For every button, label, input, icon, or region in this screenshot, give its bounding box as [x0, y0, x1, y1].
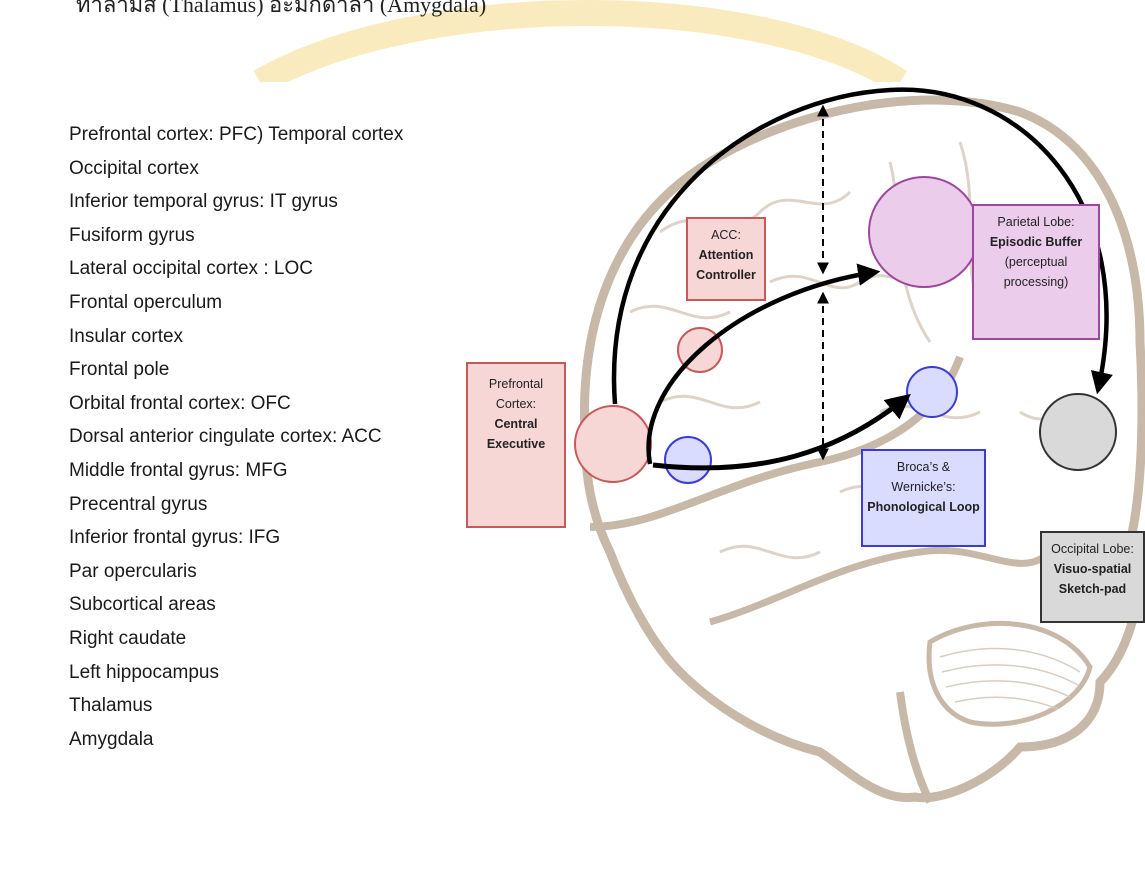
list-item: Thalamus: [69, 689, 403, 723]
label-phonological-loop: Broca’s & Wernicke’s: Phonological Loop: [861, 449, 986, 547]
occipital-line1: Occipital Lobe:: [1042, 539, 1143, 559]
occipital-circle: [1040, 394, 1116, 470]
pfc-bold2: Executive: [468, 434, 564, 454]
watermark-arc: [260, 13, 900, 82]
occipital-bold1: Visuo-spatial: [1042, 559, 1143, 579]
brain-region-list: Prefrontal cortex: PFC) Temporal cortex …: [69, 118, 403, 756]
broca-bold1: Phonological Loop: [863, 497, 984, 517]
list-item: Frontal pole: [69, 353, 403, 387]
parietal-line1: Parietal Lobe:: [974, 212, 1098, 232]
broca-line1: Broca’s &: [863, 457, 984, 477]
list-item: Right caudate: [69, 622, 403, 656]
acc-bold1: Attention: [688, 245, 764, 265]
list-item: Subcortical areas: [69, 588, 403, 622]
cerebellum: [929, 623, 1090, 724]
label-central-executive: Prefrontal Cortex: Central Executive: [466, 362, 566, 528]
parietal-circle: [869, 177, 979, 287]
list-item: Fusiform gyrus: [69, 219, 403, 253]
pfc-line2: Cortex:: [468, 394, 564, 414]
pfc-line1: Prefrontal: [468, 374, 564, 394]
list-item: Inferior frontal gyrus: IFG: [69, 521, 403, 555]
list-item: Orbital frontal cortex: OFC: [69, 387, 403, 421]
list-item: Insular cortex: [69, 320, 403, 354]
list-item: Amygdala: [69, 723, 403, 757]
orbital-circle: [665, 437, 711, 483]
occipital-bold2: Sketch-pad: [1042, 579, 1143, 599]
list-item: Occipital cortex: [69, 152, 403, 186]
list-item: Frontal operculum: [69, 286, 403, 320]
parietal-line3: processing): [974, 272, 1098, 292]
pfc-circle: [575, 406, 651, 482]
acc-line1: ACC:: [688, 225, 764, 245]
acc-bold2: Controller: [688, 265, 764, 285]
parietal-bold1: Episodic Buffer: [974, 232, 1098, 252]
pfc-bold1: Central: [468, 414, 564, 434]
list-item: Inferior temporal gyrus: IT gyrus: [69, 185, 403, 219]
label-episodic-buffer: Parietal Lobe: Episodic Buffer (perceptu…: [972, 204, 1100, 340]
list-item: Lateral occipital cortex : LOC: [69, 252, 403, 286]
list-item: Left hippocampus: [69, 656, 403, 690]
brain-stem: [900, 692, 930, 802]
broca-circle: [907, 367, 957, 417]
top-caption: ทาลามัส (Thalamus) อะมิกดาลา (Amygdala): [76, 0, 486, 22]
temporal-fold: [710, 550, 1050, 622]
list-item: Precentral gyrus: [69, 488, 403, 522]
list-item: Middle frontal gyrus: MFG: [69, 454, 403, 488]
list-item: Dorsal anterior cingulate cortex: ACC: [69, 420, 403, 454]
list-item: Prefrontal cortex: PFC) Temporal cortex: [69, 118, 403, 152]
parietal-line2: (perceptual: [974, 252, 1098, 272]
broca-line2: Wernicke’s:: [863, 477, 984, 497]
list-item: Par opercularis: [69, 555, 403, 589]
label-attention-controller: ACC: Attention Controller: [686, 217, 766, 301]
label-visuo-spatial-sketchpad: Occipital Lobe: Visuo-spatial Sketch-pad: [1040, 531, 1145, 623]
